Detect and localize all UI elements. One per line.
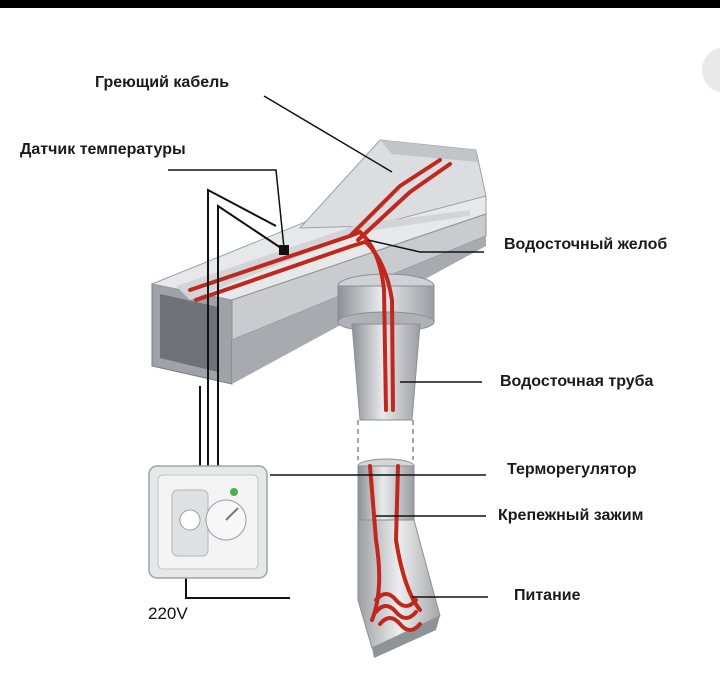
control-wires: [185, 188, 290, 599]
downpipe: [337, 273, 441, 658]
indicator-led-icon: [230, 488, 238, 496]
top-bar: [0, 0, 720, 8]
corner-overlay: [702, 48, 720, 92]
label-downpipe: Водосточная труба: [500, 373, 654, 390]
label-thermostat: Терморегулятор: [507, 461, 637, 478]
label-clamp: Крепежный зажим: [498, 507, 644, 524]
label-heating-cable: Греющий кабель: [95, 74, 230, 91]
label-temperature-sensor: Датчик температуры: [20, 141, 186, 158]
heating-cable: [188, 158, 452, 632]
thermostat-device: [148, 465, 268, 579]
label-power: Питание: [514, 587, 581, 604]
gutter: [150, 139, 487, 385]
label-voltage: 220V: [148, 604, 188, 623]
leader-lines: [168, 95, 488, 598]
label-gutter: Водосточный желоб: [504, 236, 668, 253]
